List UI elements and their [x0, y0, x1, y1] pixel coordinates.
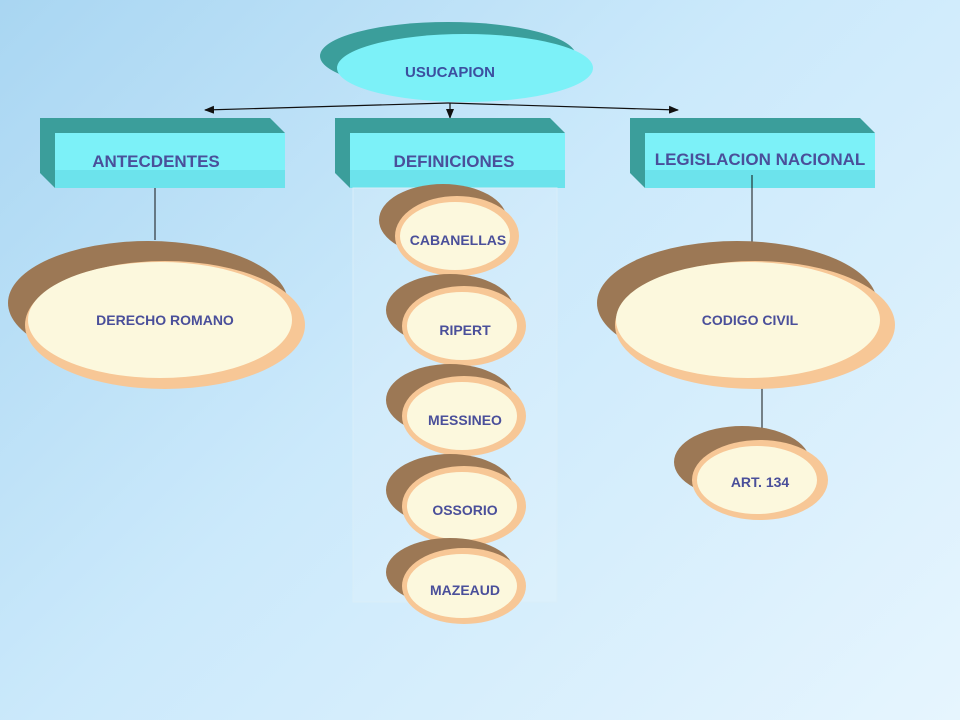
branch-label-legislacion: LEGISLACION NACIONAL: [654, 149, 866, 169]
label-ossorio: OSSORIO: [432, 501, 498, 518]
label-messineo: MESSINEO: [428, 411, 502, 428]
ellipse-cabanellas: [379, 184, 519, 276]
root-connectors: [204, 102, 679, 119]
label-ripert: RIPERT: [439, 321, 491, 338]
ellipse-derecho-romano: [8, 241, 305, 389]
connector-right: [447, 102, 679, 114]
ellipse-messineo: [386, 364, 526, 456]
box-definiciones: [335, 118, 565, 188]
ellipse-codigo-civil: [597, 241, 895, 389]
branch-label-definiciones: DEFINICIONES: [393, 151, 515, 171]
box-antecedentes: [40, 118, 285, 188]
box-legislacion: [630, 118, 875, 188]
root-label: USUCAPION: [404, 64, 495, 81]
connector-left: [204, 102, 449, 114]
label-art-134: ART. 134: [730, 473, 790, 490]
root-node: [320, 22, 593, 102]
label-mazeaud: MAZEAUD: [430, 581, 500, 598]
label-derecho-romano: DERECHO ROMANO: [96, 311, 234, 328]
ellipse-art-134: [674, 426, 828, 520]
label-codigo-civil: CODIGO CIVIL: [701, 311, 799, 328]
ellipse-ossorio: [386, 454, 526, 546]
ellipse-mazeaud: [386, 538, 526, 624]
label-cabanellas: CABANELLAS: [409, 231, 507, 248]
ellipse-ripert: [386, 274, 526, 366]
branch-label-antecedentes: ANTECDENTES: [92, 151, 220, 171]
